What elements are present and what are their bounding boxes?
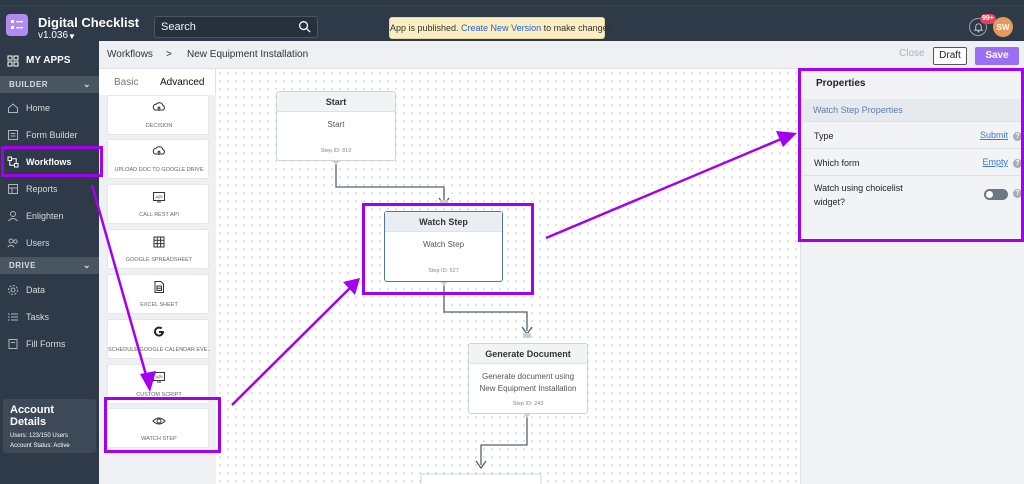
tab-basic[interactable]: Basic	[114, 77, 138, 88]
nav-data[interactable]: Data	[0, 276, 99, 303]
nav-reports-label: Reports	[26, 184, 58, 194]
close-button[interactable]: Close	[899, 48, 925, 59]
node-start-body: Start	[277, 120, 395, 129]
account-status: Account Status: Active	[10, 443, 89, 449]
draft-button[interactable]: Draft	[933, 47, 967, 65]
palette-item-label: SCHEDULE GOOGLE CALENDAR EVE...	[108, 347, 210, 353]
nav-my-apps-label: MY APPS	[26, 55, 70, 66]
chevron-down-icon: ⌄	[83, 76, 91, 93]
nav-tasks[interactable]: Tasks	[0, 303, 99, 330]
create-new-version-link[interactable]: Create New Version	[461, 23, 541, 33]
banner-text: App is published.	[390, 23, 461, 33]
node-start-title: Start	[277, 92, 395, 112]
breadcrumb-current: New Equipment Installation	[187, 49, 308, 60]
nav-enlighten-label: Enlighten	[26, 211, 64, 221]
spreadsheet-icon	[152, 235, 166, 249]
tasks-icon	[7, 311, 19, 323]
google-icon	[152, 325, 166, 339]
search-box[interactable]	[154, 16, 318, 38]
nav-form-builder-label: Form Builder	[26, 130, 78, 140]
script-icon: API	[152, 370, 166, 384]
breadcrumb-separator: >	[166, 49, 172, 60]
tab-advanced[interactable]: Advanced	[160, 77, 204, 88]
nav-section-drive[interactable]: DRIVE ⌄	[0, 257, 99, 274]
palette-item-upload-doc[interactable]: UPLOAD DOC TO GOOGLE DRIVE	[107, 139, 209, 179]
node-generate-document-body: Generate document using New Equipment In…	[469, 371, 587, 395]
account-details-title: Account Details	[10, 404, 89, 428]
fill-forms-icon	[7, 338, 19, 350]
node-start[interactable]: Start Start Step ID: 819	[276, 91, 396, 161]
account-details: Account Details Users: 123/150 Users Acc…	[3, 399, 96, 453]
nav-users[interactable]: Users	[0, 229, 99, 256]
nav-tasks-label: Tasks	[26, 312, 49, 322]
banner-suffix: to make changes.	[541, 23, 615, 33]
account-users: Users: 123/150 Users	[10, 433, 89, 439]
home-icon	[7, 102, 19, 114]
workflow-toolbar: Workflows > New Equipment Installation C…	[99, 41, 1024, 69]
palette-item-google-spreadsheet[interactable]: GOOGLE SPREADSHEET	[107, 229, 209, 269]
nav-section-drive-label: DRIVE	[9, 261, 36, 270]
form-icon	[7, 129, 19, 141]
api-icon: API	[152, 190, 166, 204]
palette-item-label: DECISION	[108, 123, 210, 129]
nav-enlighten[interactable]: Enlighten	[0, 202, 99, 229]
published-banner: App is published. Create New Version to …	[389, 17, 605, 39]
checklist-logo-icon[interactable]	[6, 14, 28, 36]
user-avatar[interactable]: SW	[993, 17, 1013, 37]
nav-data-label: Data	[26, 285, 45, 295]
nav-users-label: Users	[26, 238, 50, 248]
grid-icon	[7, 55, 19, 67]
nav-my-apps[interactable]: MY APPS	[0, 47, 99, 74]
nav-section-builder[interactable]: BUILDER ⌄	[0, 76, 99, 93]
nav-reports[interactable]: Reports	[0, 175, 99, 202]
palette-item-google-calendar[interactable]: SCHEDULE GOOGLE CALENDAR EVE...	[107, 319, 209, 359]
node-generate-document-title: Generate Document	[469, 344, 587, 364]
node-generate-document[interactable]: Generate Document Generate document usin…	[468, 343, 588, 414]
excel-icon	[152, 280, 166, 294]
app-version[interactable]: v1.036	[38, 30, 68, 41]
nav-form-builder[interactable]: Form Builder	[0, 121, 99, 148]
palette-item-excel-sheet[interactable]: EXCEL SHEET	[107, 274, 209, 314]
palette-item-label: CALL REST API	[108, 212, 210, 218]
chevron-down-icon: ⌄	[83, 257, 91, 274]
node-generate-document-id: Step ID: 243	[469, 401, 587, 407]
save-button[interactable]: Save	[975, 47, 1019, 65]
users-icon	[7, 237, 19, 249]
reports-icon	[7, 183, 19, 195]
nav-home[interactable]: Home	[0, 94, 99, 121]
svg-text:API: API	[155, 374, 162, 379]
nav-home-label: Home	[26, 103, 50, 113]
data-icon	[7, 284, 19, 296]
search-input[interactable]	[161, 19, 291, 35]
nav-fill-forms[interactable]: Fill Forms	[0, 330, 99, 357]
search-icon[interactable]	[298, 20, 311, 33]
annotation-box-workflows	[1, 146, 103, 177]
palette-item-label: GOOGLE SPREADSHEET	[108, 257, 210, 263]
caret-down-icon[interactable]: ▼	[68, 32, 76, 41]
nav-section-builder-label: BUILDER	[9, 80, 48, 89]
palette-item-decision[interactable]: DECISION	[107, 95, 209, 135]
palette-item-label: UPLOAD DOC TO GOOGLE DRIVE	[108, 167, 210, 173]
annotation-box-watch-step-node	[362, 203, 534, 295]
breadcrumb-workflows[interactable]: Workflows	[107, 49, 153, 60]
palette-item-call-rest-api[interactable]: API CALL REST API	[107, 184, 209, 224]
enlighten-icon	[7, 210, 19, 222]
node-start-id: Step ID: 819	[277, 148, 395, 154]
palette-item-label: EXCEL SHEET	[108, 302, 210, 308]
decision-icon	[152, 101, 166, 115]
annotation-box-properties	[798, 68, 1024, 242]
left-navigation: MY APPS BUILDER ⌄ Home Form Builder Work…	[0, 41, 99, 484]
app-title: Digital Checklist	[38, 15, 139, 30]
annotation-box-watch-step-palette	[104, 397, 221, 453]
nav-fill-forms-label: Fill Forms	[26, 339, 66, 349]
app-header: Digital Checklist v1.036 ▼ App is publis…	[0, 6, 1024, 41]
svg-text:API: API	[155, 194, 162, 199]
upload-cloud-icon	[152, 145, 166, 159]
